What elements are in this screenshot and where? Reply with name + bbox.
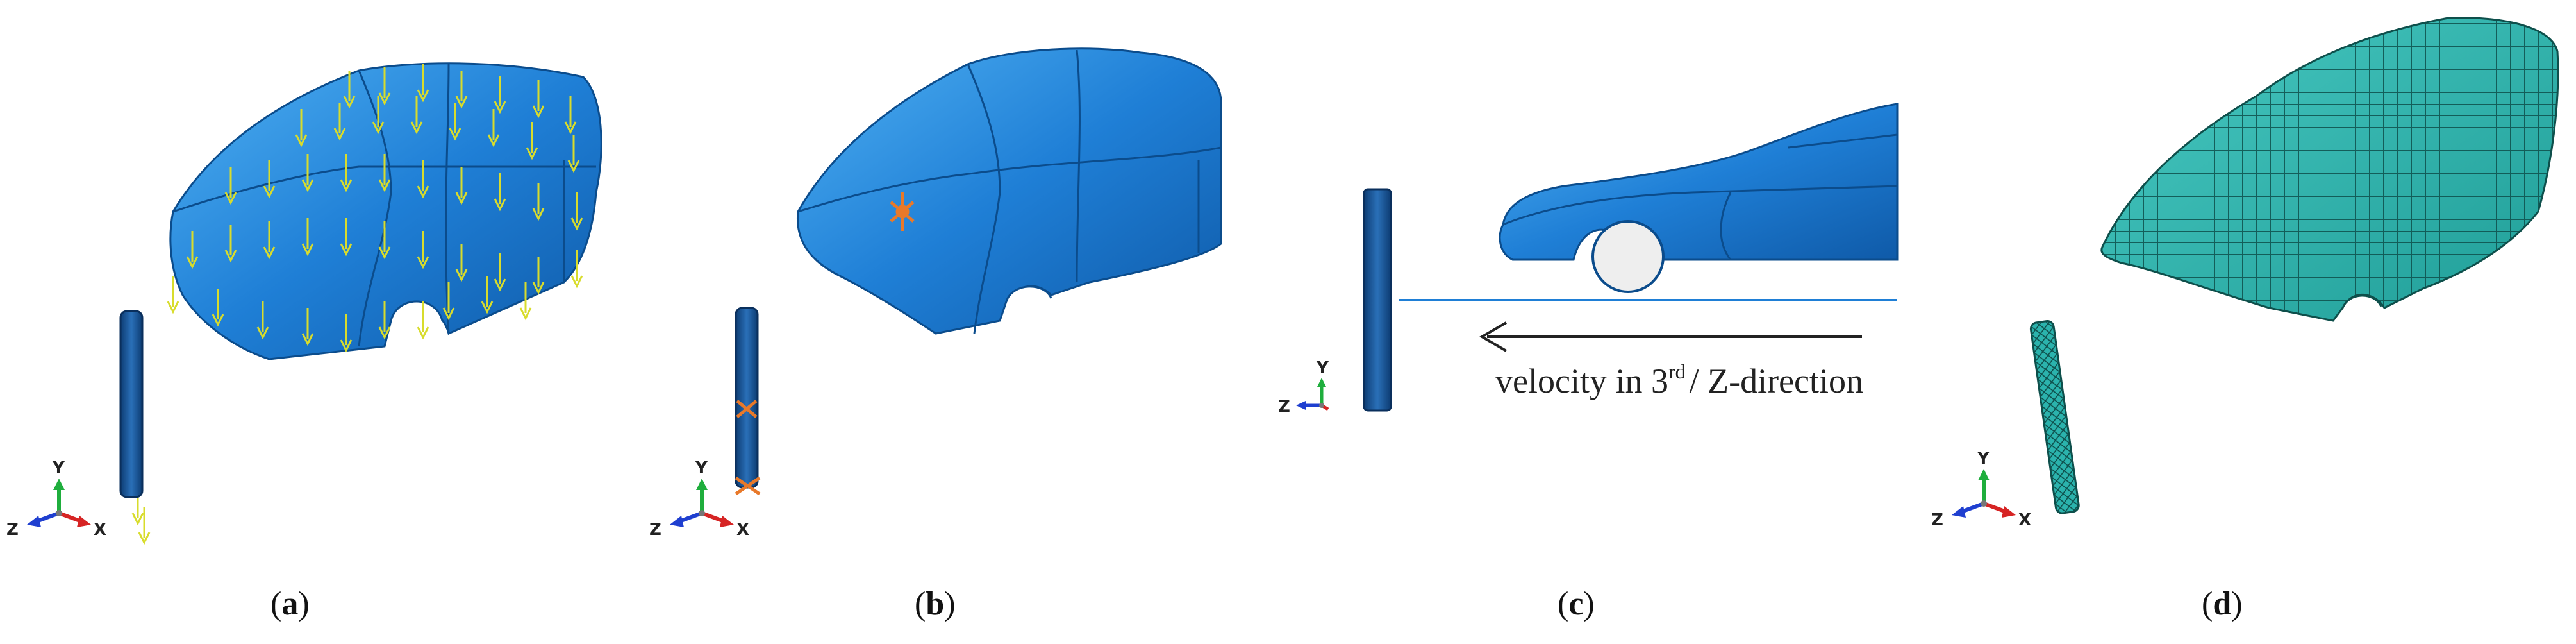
- pole-a: [119, 310, 144, 498]
- axis-label-y: Y: [1316, 359, 1329, 378]
- load-arrow: [224, 167, 237, 205]
- constraint-marker: [890, 192, 915, 231]
- load-arrow: [526, 122, 538, 160]
- load-arrow: [378, 221, 391, 260]
- load-arrow: [417, 301, 429, 340]
- wheel: [1591, 220, 1665, 293]
- mesh-pole: [2029, 320, 2080, 514]
- axis-label-x: X: [736, 520, 749, 539]
- load-arrow: [494, 76, 506, 114]
- load-arrow: [532, 80, 545, 119]
- mesh-grid: [2101, 17, 2558, 321]
- load-arrow: [138, 507, 151, 545]
- load-arrow: [224, 225, 237, 263]
- panel-label-a: (a): [270, 586, 310, 622]
- car-body-b: [796, 47, 1222, 335]
- load-arrow: [295, 109, 308, 148]
- load-arrow: [417, 64, 429, 103]
- load-arrow: [532, 257, 545, 295]
- load-arrow: [532, 183, 545, 221]
- load-arrow: [301, 154, 314, 192]
- axis-label-y: Y: [52, 459, 65, 478]
- pole-c: [1363, 188, 1392, 412]
- car-edge-line: [358, 70, 392, 347]
- load-arrow: [378, 154, 391, 192]
- axis-triad-b: Y Z X: [649, 459, 749, 539]
- constraint-marker: [735, 400, 761, 496]
- velocity-label: velocity in 3rd/ Z-direction: [1495, 360, 1863, 400]
- load-arrow: [167, 276, 179, 314]
- load-arrow: [455, 71, 468, 109]
- load-arrow: [494, 253, 506, 292]
- load-arrow: [417, 231, 429, 269]
- axis-label-y: Y: [695, 459, 708, 478]
- load-arrow: [372, 96, 385, 135]
- panel-a: Y Z X: [6, 62, 602, 545]
- load-arrow: [256, 301, 269, 340]
- load-arrow: [410, 96, 423, 135]
- load-arrow: [378, 67, 391, 106]
- load-arrow: [333, 103, 346, 141]
- car-edge-line: [445, 64, 450, 334]
- load-arrow: [301, 218, 314, 257]
- load-arrow: [570, 250, 583, 289]
- axis-triad-c: Y Z: [1278, 359, 1329, 416]
- load-arrow: [340, 154, 353, 192]
- load-arrow: [487, 109, 500, 148]
- axis-label-z: Z: [649, 520, 661, 539]
- panel-c: velocity in 3rd/ Z-direction Y Z: [1278, 103, 1899, 416]
- panel-label-d: (d): [2202, 586, 2243, 622]
- load-arrow: [494, 173, 506, 212]
- load-arrow: [519, 282, 532, 321]
- load-arrow: [481, 276, 494, 314]
- car-edge-line: [172, 165, 596, 213]
- load-arrow: [343, 71, 356, 109]
- car-edge-line: [1502, 185, 1898, 226]
- velocity-arrow: [1479, 321, 1862, 352]
- load-arrow: [378, 301, 391, 340]
- axis-label-z: Z: [1931, 511, 1943, 530]
- load-arrow: [564, 96, 577, 135]
- load-arrow: [263, 221, 276, 260]
- wheel-arch: [390, 300, 444, 321]
- panel-label-c: (c): [1558, 586, 1595, 622]
- load-arrow: [455, 244, 468, 282]
- car-edge-line: [1076, 49, 1081, 283]
- load-arrow: [417, 160, 429, 199]
- car-edge-line: [967, 64, 1001, 334]
- load-arrow: [340, 218, 353, 257]
- pole-b: [735, 307, 759, 489]
- load-arrow: [186, 231, 199, 269]
- load-arrow: [449, 103, 461, 141]
- wheel-arch: [2341, 294, 2382, 309]
- car-edge-line: [797, 146, 1222, 213]
- wheel-arch: [1005, 285, 1052, 302]
- car-body-a: [169, 62, 602, 360]
- car-side-view: [1499, 103, 1899, 261]
- axis-label-x: X: [2018, 511, 2031, 530]
- load-arrow: [263, 160, 276, 199]
- panel-b: Y Z X: [649, 47, 1222, 539]
- load-arrow: [212, 289, 224, 327]
- load-arrow: [567, 135, 580, 173]
- axis-label-z: Z: [1278, 397, 1290, 416]
- axis-label-z: Z: [6, 520, 19, 539]
- axis-triad-d: Y Z X: [1931, 449, 2031, 530]
- load-arrow: [570, 192, 583, 231]
- axis-label-x: X: [94, 520, 106, 539]
- panel-label-b: (b): [915, 586, 956, 622]
- panel-d: Y Z X: [1931, 17, 2559, 530]
- load-arrow: [455, 167, 468, 205]
- load-arrow: [442, 282, 455, 321]
- axis-triad-a: Y Z X: [6, 459, 106, 539]
- axis-label-y: Y: [1977, 449, 1990, 468]
- car-edge-line: [1788, 133, 1898, 149]
- car-edge-line: [1720, 192, 1732, 260]
- load-arrow: [301, 308, 314, 346]
- load-arrow: [340, 314, 353, 353]
